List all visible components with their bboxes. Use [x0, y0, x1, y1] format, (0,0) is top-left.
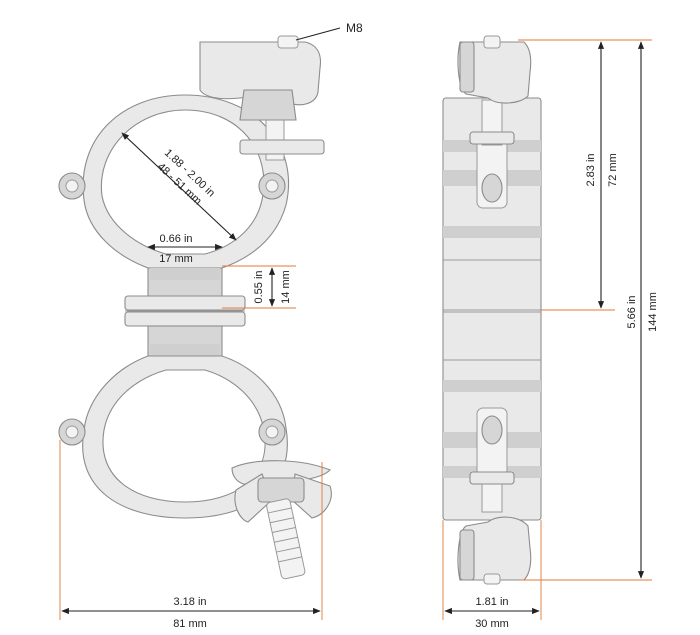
total-height-inches: 5.66 in — [626, 295, 638, 328]
slot-height-mm: 14 mm — [280, 270, 292, 304]
side-width-inches: 1.81 in — [475, 596, 508, 608]
half-height-mm: 72 mm — [607, 153, 619, 187]
slot-width-inches: 0.66 in — [159, 233, 192, 245]
side-width-mm: 30 mm — [475, 618, 509, 630]
slot-height-inches: 0.55 in — [253, 270, 265, 303]
side-view: 2.83 in 72 mm 5.66 in 144 mm 1.81 in 30 … — [442, 35, 659, 630]
lower-clamp-ring — [82, 325, 288, 519]
front-view: M8 1.88 - 2.00 in 48 - 51 mm 0.66 in 17 … — [58, 21, 363, 630]
tube-diameter-dimension — [121, 132, 237, 241]
total-height-mm: 144 mm — [647, 292, 659, 332]
front-width-inches: 3.18 in — [173, 596, 206, 608]
m8-leader — [295, 27, 341, 41]
upper-bolt-handle — [199, 35, 325, 161]
bolt-size-label: M8 — [346, 21, 363, 35]
front-width-mm: 81 mm — [173, 618, 207, 630]
hinge-pins — [58, 172, 286, 446]
center-link — [124, 295, 246, 327]
half-height-inches: 2.83 in — [585, 153, 597, 186]
slot-width-mm: 17 mm — [159, 253, 193, 265]
lower-wing-nut — [231, 460, 332, 580]
